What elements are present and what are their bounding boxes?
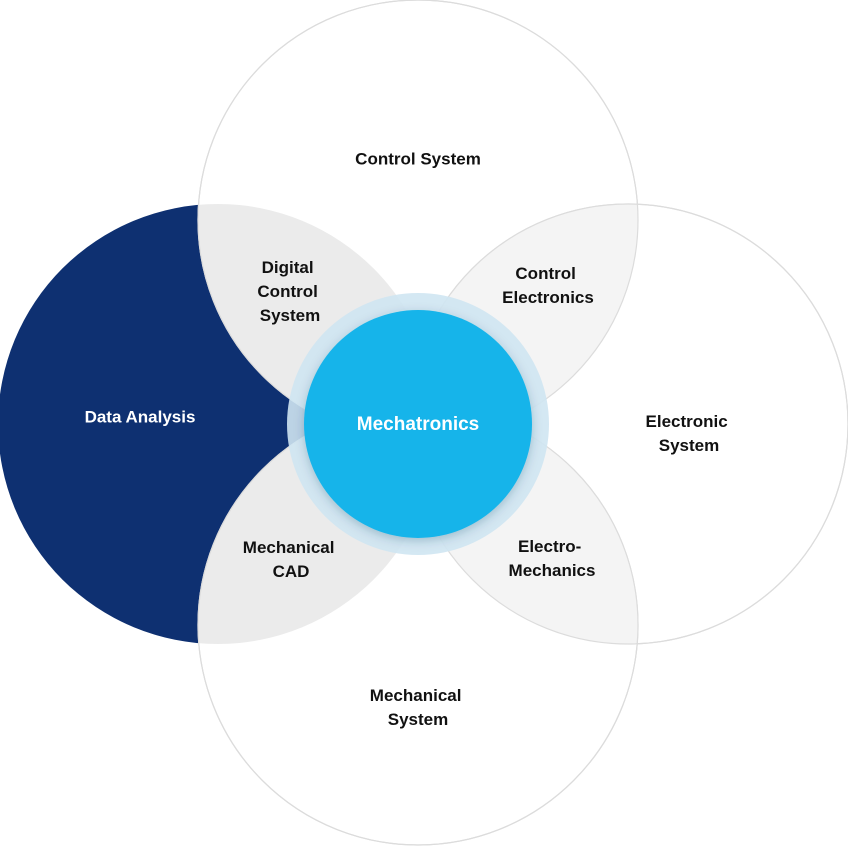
mechanical-cad-label: Mechanical CAD — [243, 538, 339, 581]
control-electronics-label-line-1: Control — [515, 264, 575, 283]
mechanical-system-label-line-2: System — [388, 710, 448, 729]
control-electronics-label: Control Electronics — [502, 264, 594, 307]
electro-mechanics-label-line-2: Mechanics — [509, 561, 596, 580]
control-system-label: Control System — [355, 149, 481, 168]
mechatronics-label: Mechatronics — [357, 414, 479, 435]
mechanical-cad-label-line-2: CAD — [273, 562, 310, 581]
mechanical-cad-label-line-1: Mechanical — [243, 538, 335, 557]
control-electronics-label-line-2: Electronics — [502, 288, 594, 307]
electro-mechanics-label: Electro- Mechanics — [509, 537, 596, 580]
digital-control-system-label-line-2: Control — [257, 282, 317, 301]
electronic-system-label-line-1: Electronic — [646, 412, 728, 431]
mechanical-system-label: Mechanical System — [370, 686, 466, 729]
mechanical-system-label-line-1: Mechanical — [370, 686, 462, 705]
mechatronics-circle — [304, 310, 532, 538]
digital-control-system-label-line-3: System — [260, 306, 320, 325]
electronic-system-label-line-2: System — [659, 436, 719, 455]
digital-control-system-label-line-1: Digital — [262, 258, 314, 277]
digital-control-system-label: Digital Control System — [257, 258, 322, 325]
electronic-system-label: Electronic System — [646, 412, 733, 455]
electro-mechanics-label-line-1: Electro- — [518, 537, 581, 556]
data-analysis-label: Data Analysis — [85, 407, 196, 426]
